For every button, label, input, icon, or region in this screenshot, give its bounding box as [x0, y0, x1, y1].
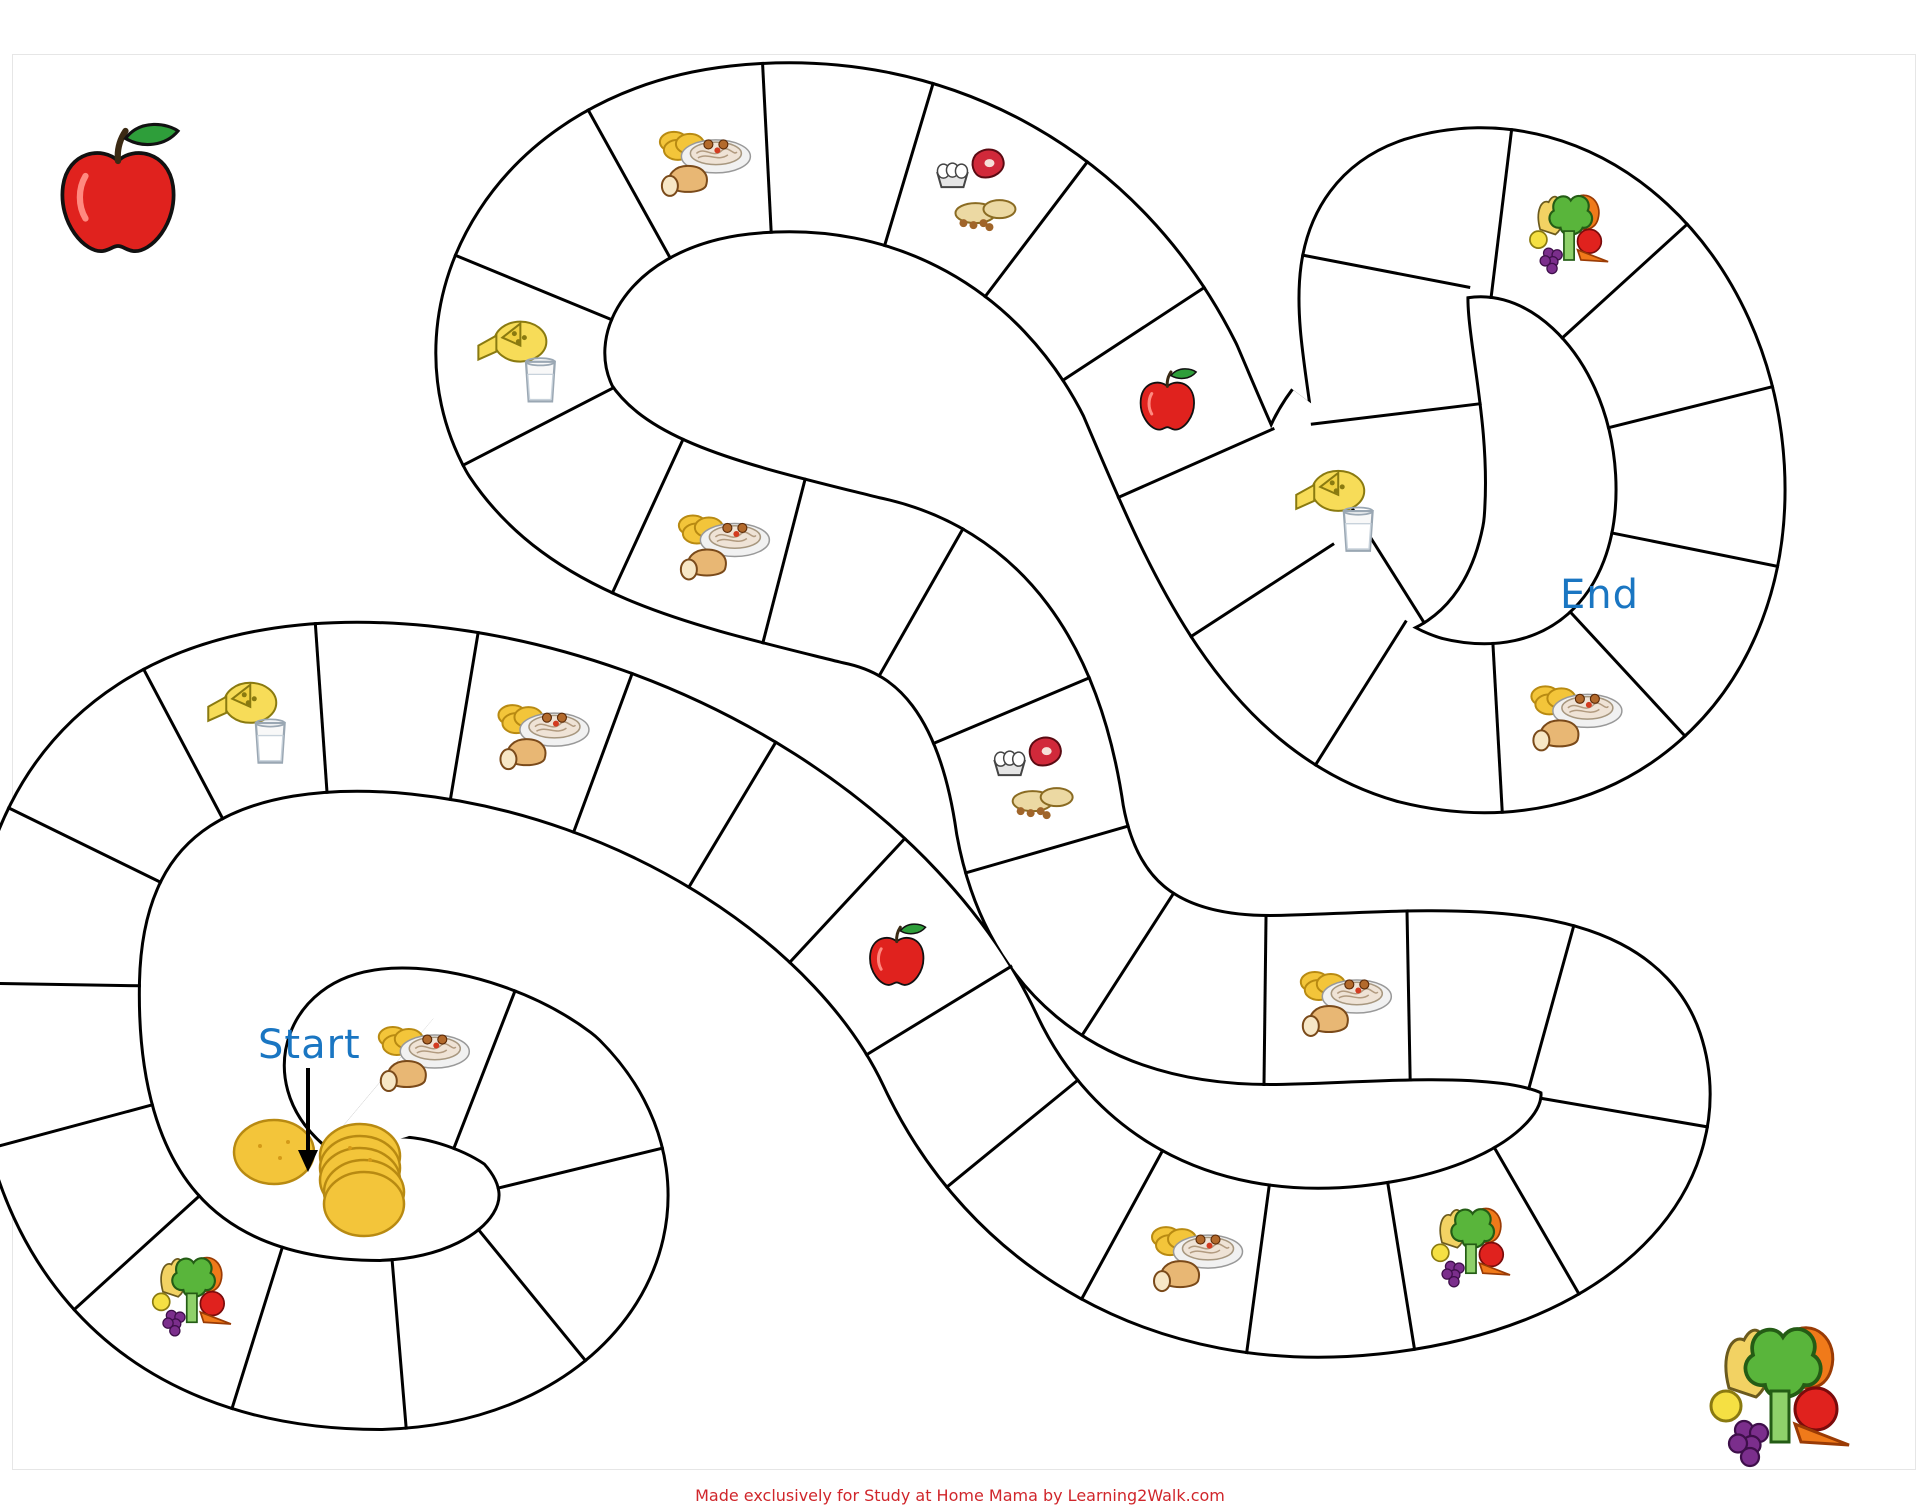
space-divider [1313, 619, 1408, 767]
space-divider [496, 1146, 665, 1190]
space-divider [451, 988, 517, 1151]
space-divider [1405, 909, 1412, 1082]
space-divider [1568, 609, 1688, 739]
space-dividers [0, 61, 1780, 1430]
vegetables-icon [1709, 1325, 1851, 1468]
space-divider [760, 61, 773, 234]
space-divider [1188, 542, 1335, 639]
space-divider [864, 964, 1013, 1057]
crackers-icon [232, 1118, 406, 1238]
space-divider [1262, 913, 1268, 1086]
space-divider [0, 1103, 155, 1148]
space-divider [313, 622, 329, 794]
start-arrow [298, 1068, 318, 1172]
space-divider [1385, 1180, 1417, 1352]
space-divider [453, 253, 614, 322]
space-divider [1310, 402, 1482, 426]
space-divider [1489, 127, 1514, 300]
space-divider [882, 81, 935, 248]
credit-text: Made exclusively for Study at Home Mama … [695, 1486, 1225, 1505]
space-divider [476, 1227, 588, 1363]
space-divider [1606, 384, 1775, 430]
space-divider [931, 675, 1092, 746]
board-track-inner [0, 64, 1784, 1428]
space-divider [1539, 1096, 1710, 1129]
space-divider [686, 740, 778, 890]
space-divider [610, 437, 686, 595]
space-divider [1245, 1183, 1271, 1355]
space-divider [1491, 641, 1504, 814]
space-divider [1060, 285, 1207, 383]
apple-icon [62, 124, 178, 251]
space-divider [1560, 222, 1690, 341]
space-divider [1116, 426, 1275, 500]
space-divider [1079, 1148, 1165, 1302]
space-divider [983, 159, 1090, 299]
space-divider [571, 671, 635, 835]
space-divider [963, 824, 1130, 875]
space-divider [1610, 531, 1780, 569]
space-divider [0, 982, 141, 988]
space-divider [944, 1078, 1080, 1190]
start-label: Start [258, 1022, 361, 1068]
board-frame [12, 54, 1916, 1470]
space-divider [761, 477, 807, 645]
space-divider [1492, 1145, 1582, 1296]
end-label: End [1560, 572, 1640, 618]
space-divider [141, 667, 225, 821]
space-divider [586, 108, 673, 260]
space-divider [461, 385, 616, 468]
space-divider [877, 526, 965, 678]
space-divider [6, 805, 163, 885]
space-divider [1526, 923, 1576, 1091]
space-divider [1079, 891, 1176, 1038]
space-divider [448, 630, 480, 802]
space-divider [390, 1258, 408, 1430]
space-divider [1301, 253, 1471, 290]
space-divider [787, 836, 907, 965]
space-divider [230, 1245, 285, 1411]
space-divider [72, 1193, 202, 1312]
